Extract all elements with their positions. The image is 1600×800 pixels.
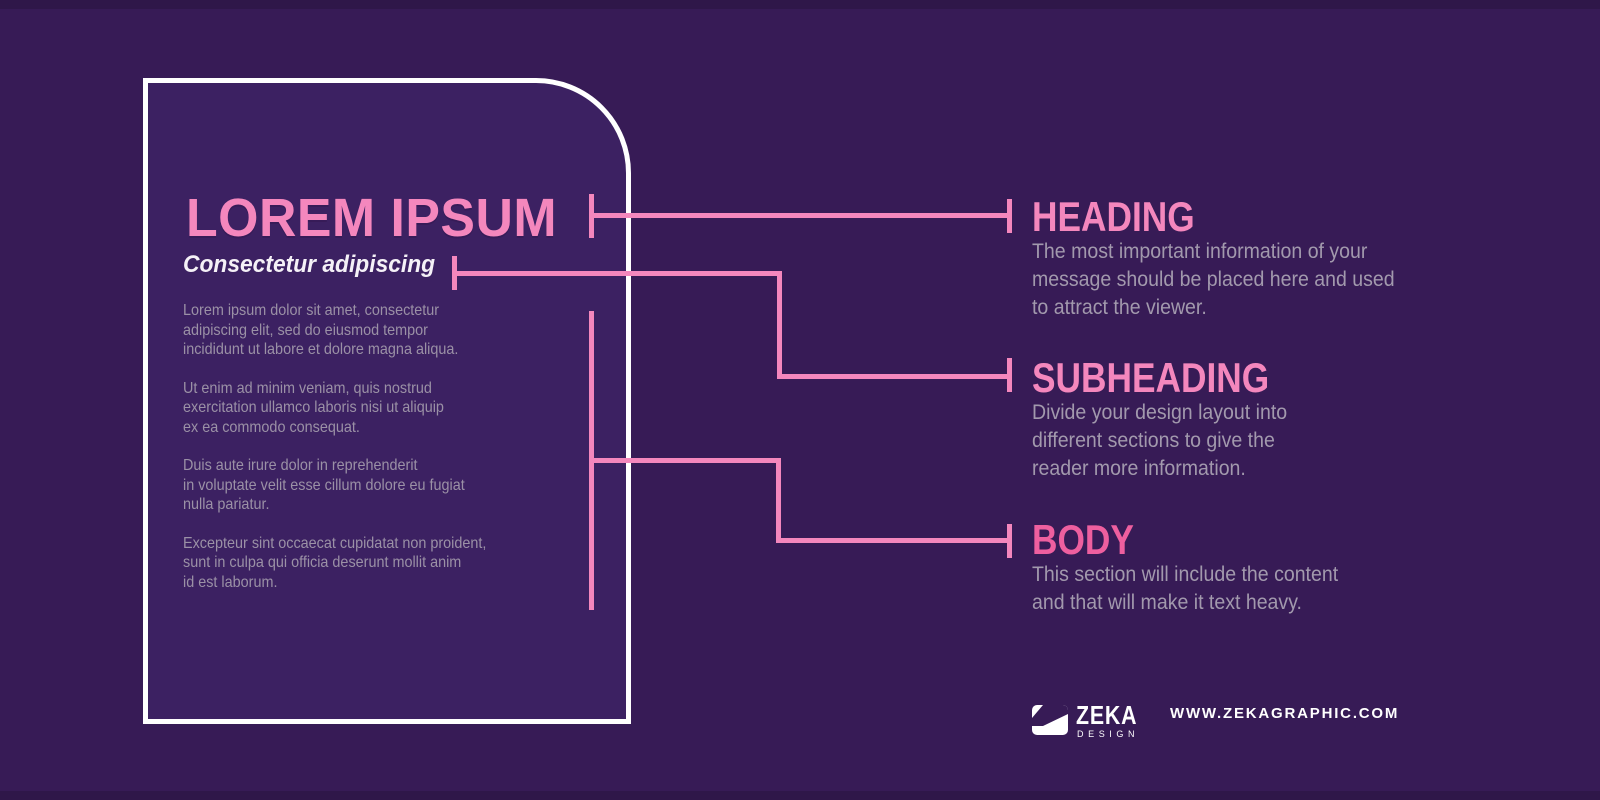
annotation-desc-body: This section will include the content an… <box>1032 563 1339 614</box>
heading-connector-end-tick <box>1007 199 1012 233</box>
zeka-logo-icon <box>1032 705 1068 735</box>
zeka-logo-subtext: DESIGN <box>1077 729 1140 739</box>
heading-connector-line <box>589 213 1011 218</box>
annotation-desc-subheading: Divide your design layout into different… <box>1032 401 1288 480</box>
annotation-desc-heading: The most important information of your m… <box>1032 240 1395 319</box>
top-edge-strip <box>0 0 1600 9</box>
body-paragraph: Excepteur sint occaecat cupidatat non pr… <box>183 534 487 591</box>
body-connector-end-tick <box>1007 524 1012 558</box>
body-paragraph: Duis aute irure dolor in reprehenderit i… <box>183 457 465 513</box>
zeka-logo-wordmark: ZEKA <box>1076 700 1138 730</box>
card-title: LOREM IPSUM <box>186 188 558 248</box>
annotation-label-body: BODY <box>1032 516 1134 563</box>
subheading-connector-vertical <box>777 271 782 379</box>
card-body-text: Lorem ipsum dolor sit amet, consectetur … <box>183 301 543 611</box>
body-connector-line-1 <box>589 458 781 463</box>
body-paragraph: Ut enim ad minim veniam, quis nostrud ex… <box>183 379 444 436</box>
subheading-connector-end-tick <box>1007 358 1012 392</box>
subheading-connector-line-1 <box>452 271 782 276</box>
body-paragraph: Lorem ipsum dolor sit amet, consectetur … <box>183 302 459 358</box>
subheading-connector-line-2 <box>777 374 1011 379</box>
content-card <box>143 78 631 724</box>
bottom-edge-strip <box>0 791 1600 800</box>
website-url: WWW.ZEKAGRAPHIC.COM <box>1170 705 1400 722</box>
annotation-label-subheading: SUBHEADING <box>1032 354 1270 401</box>
annotation-label-heading: HEADING <box>1032 193 1195 240</box>
body-connector-vertical <box>776 458 781 543</box>
body-connector-line-2 <box>776 538 1011 543</box>
card-subtitle: Consectetur adipiscing <box>183 251 436 278</box>
